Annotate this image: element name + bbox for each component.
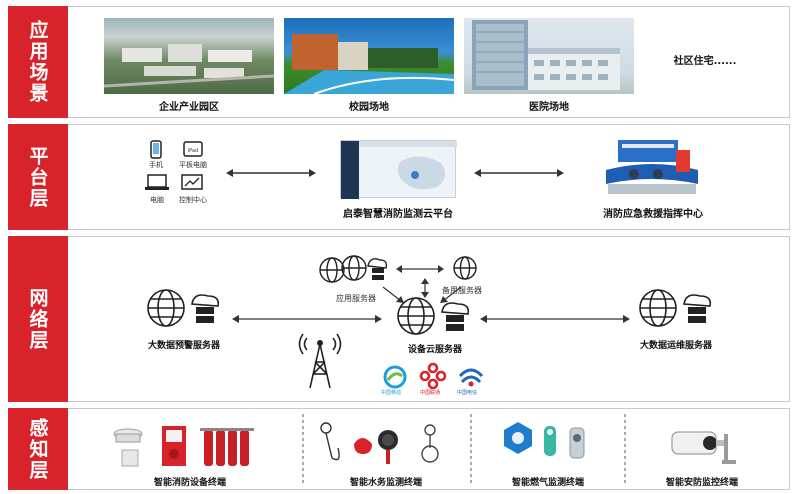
application-layer-label: 应用场景 bbox=[26, 20, 49, 104]
device-label-computer: 电脑 bbox=[150, 196, 164, 204]
carrier-label-china-unicom: 中国联通 bbox=[420, 390, 441, 396]
scene-caption-hospital: 医院场地 bbox=[529, 102, 569, 113]
platform-layer-tab: 平台层 bbox=[8, 124, 68, 230]
fire-equipment-icon bbox=[113, 426, 254, 467]
security-camera-icon bbox=[671, 431, 736, 464]
network-layer-tab: 网络层 bbox=[8, 236, 68, 402]
carrier-label-china-telecom: 中国电信 bbox=[457, 390, 478, 396]
backup-server-label: 备用服务器 bbox=[442, 286, 482, 295]
perception-layer-tab: 感知层 bbox=[8, 408, 68, 490]
platform-link-arrow-left bbox=[226, 169, 316, 177]
campus-photo bbox=[284, 18, 455, 95]
network-layer-label: 网络层 bbox=[26, 287, 49, 351]
terminal-divider-1 bbox=[302, 414, 304, 484]
terminal-divider-3 bbox=[624, 414, 626, 484]
industrial-park-illustration bbox=[103, 44, 275, 88]
device-label-tablet: 平板电脑 bbox=[179, 161, 207, 169]
industrial-park-photo bbox=[103, 18, 275, 94]
scene-caption-industrial-park: 企业产业园区 bbox=[159, 102, 219, 113]
server-vertical-link-arrow bbox=[421, 278, 429, 298]
control-center-icon bbox=[181, 174, 203, 190]
svg-text:iPad: iPad bbox=[188, 148, 198, 154]
scene-caption-community: 社区住宅...... bbox=[673, 56, 737, 67]
app-backup-link-arrow bbox=[396, 265, 444, 273]
backup-server-icon bbox=[453, 256, 477, 280]
bigdata-ops-server-icon bbox=[639, 289, 712, 327]
platform-link-arrow-right bbox=[474, 169, 564, 177]
phone-icon bbox=[150, 140, 162, 159]
bigdata-alert-server-label: 大数据预警服务器 bbox=[147, 341, 220, 351]
appserver-to-cloud-arrow bbox=[382, 286, 404, 303]
app-server-label: 应用服务器 bbox=[336, 294, 376, 303]
tablet-icon: iPad bbox=[183, 141, 203, 157]
china-mobile-logo-icon bbox=[383, 365, 407, 389]
command-center-graphic bbox=[606, 140, 698, 194]
device-label-control-center: 控制中心 bbox=[179, 196, 207, 204]
gas-monitoring-icon bbox=[504, 422, 585, 459]
backup-to-cloud-arrow bbox=[440, 286, 462, 303]
signal-tower-icon bbox=[298, 333, 342, 389]
perception-layer-panel bbox=[8, 408, 790, 490]
device-cloud-server-icon bbox=[397, 297, 470, 335]
carrier-label-china-mobile: 中国移动 bbox=[381, 390, 402, 396]
cloud-to-ops-link-arrow bbox=[480, 315, 630, 323]
terminal-caption-security-monitoring: 智能安防监控终端 bbox=[665, 478, 738, 488]
bigdata-alert-server-icon bbox=[147, 289, 220, 327]
device-label-phone: 手机 bbox=[149, 161, 163, 169]
alert-to-cloud-link-arrow bbox=[232, 315, 382, 323]
campus-illustration bbox=[284, 34, 455, 95]
china-telecom-logo-icon bbox=[458, 368, 484, 387]
device-cloud-server-label: 设备云服务器 bbox=[407, 345, 462, 355]
application-layer-tab: 应用场景 bbox=[8, 6, 68, 118]
terminal-caption-gas-monitoring: 智能燃气监测终端 bbox=[511, 478, 584, 488]
cloud-platform-caption: 启泰智慧消防监测云平台 bbox=[343, 209, 453, 220]
command-center-caption: 消防应急救援指挥中心 bbox=[603, 209, 703, 220]
hospital-photo bbox=[464, 18, 634, 94]
terminal-caption-water-monitoring: 智能水务监测终端 bbox=[349, 478, 422, 488]
command-center-illustration bbox=[598, 140, 706, 198]
hospital-illustration bbox=[472, 20, 620, 90]
cloud-platform-dashboard-illustration bbox=[341, 141, 457, 199]
app-server-icon bbox=[319, 255, 388, 283]
computer-icon bbox=[145, 174, 169, 190]
bigdata-ops-server-label: 大数据运维服务器 bbox=[639, 341, 712, 351]
perception-layer-label: 感知层 bbox=[26, 417, 49, 481]
scene-caption-campus: 校园场地 bbox=[349, 102, 389, 113]
terminal-caption-fire-equipment: 智能消防设备终端 bbox=[153, 478, 226, 488]
platform-layer-label: 平台层 bbox=[26, 145, 49, 209]
terminal-divider-2 bbox=[470, 414, 472, 484]
water-monitoring-icon bbox=[320, 422, 439, 464]
cloud-platform-screenshot bbox=[340, 140, 457, 199]
china-unicom-logo-icon bbox=[419, 362, 447, 390]
